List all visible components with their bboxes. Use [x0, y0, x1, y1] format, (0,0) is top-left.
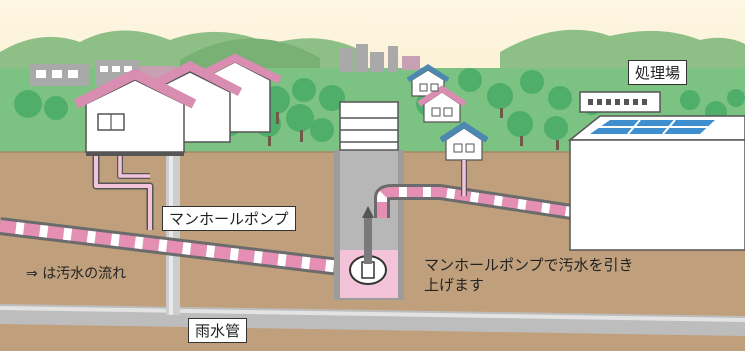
row-houses — [73, 53, 282, 156]
flow-legend: ⇒ は汚水の流れ — [26, 263, 126, 283]
village-houses — [406, 64, 489, 161]
description-line-1: マンホールポンプで汚水を引き — [424, 256, 634, 274]
pump — [349, 206, 387, 285]
flow-arrow-icon: ⇒ — [26, 266, 38, 282]
description-line-2: 上げます — [424, 276, 485, 294]
label-storm-pipe: 雨水管 — [188, 318, 248, 343]
treatment-plant — [567, 91, 745, 251]
sewage-pipe-main — [0, 217, 350, 277]
distant-windows — [36, 66, 132, 78]
flow-legend-text: は汚水の流れ — [42, 266, 127, 282]
label-treatment-plant: 処理場 — [628, 60, 688, 85]
house-drains — [92, 156, 154, 230]
sewage-pipe-discharge — [374, 184, 587, 222]
storm-pipe — [0, 150, 745, 336]
label-manhole-pump: マンホールポンプ — [162, 206, 296, 231]
plant-windows — [588, 99, 647, 105]
tree-trunks — [268, 108, 559, 150]
